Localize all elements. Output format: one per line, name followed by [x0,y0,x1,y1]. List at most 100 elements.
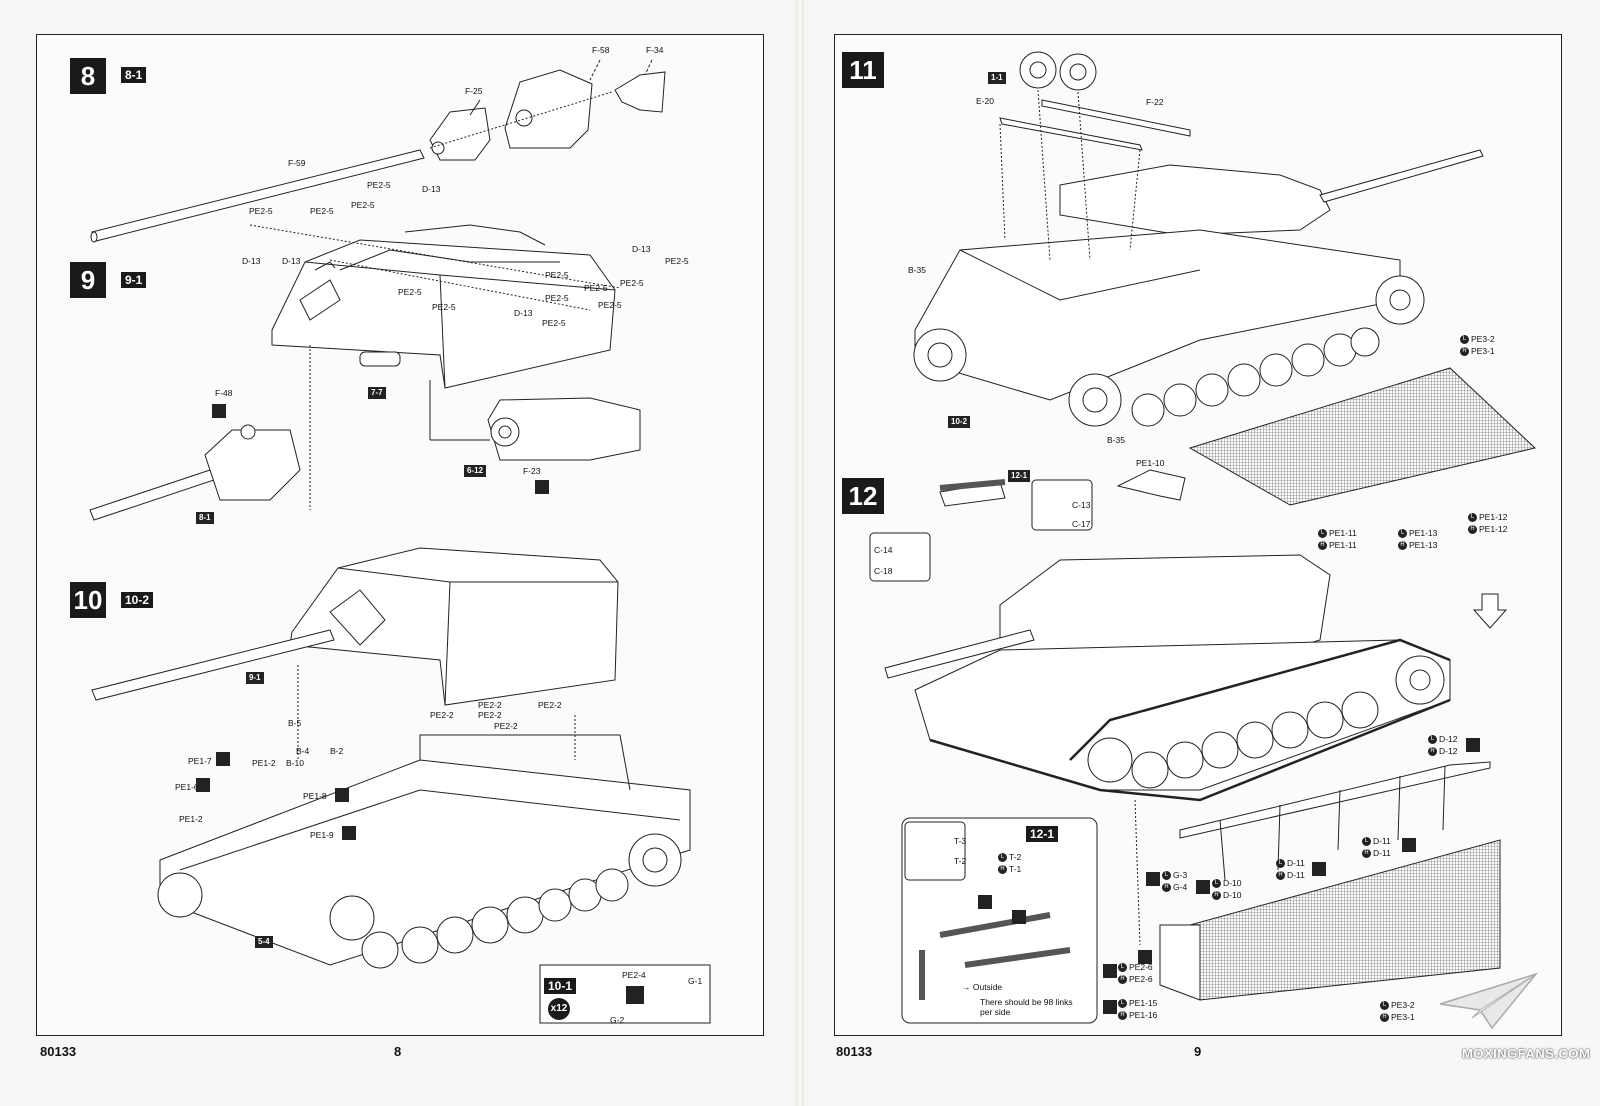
step-10-1-badge: 10-1 [544,978,577,994]
page-spine [796,0,804,1106]
part-label: C-13 [1072,500,1091,510]
ref-tag: 6-12 [464,465,487,477]
part-label: PE2-5 [584,283,608,293]
glue-icon [1103,964,1117,978]
ref-tag: 7-7 [368,387,386,399]
glue-icon [1146,872,1160,886]
step12-vehicle [869,469,1508,1024]
step-10-badge: 10 [70,582,106,618]
instruction-note: There should be 98 links per side [980,997,1073,1017]
part-label: PE2-2 [478,700,502,710]
part-label: PE2-2 [538,700,562,710]
part-label: G-1 [688,976,703,986]
part-label: PE1-6 [175,782,199,792]
part-label: B-10 [286,758,304,768]
part-label: F-22 [1146,97,1164,107]
part-label: F-25 [465,86,483,96]
ref-tag: 8-1 [196,512,214,524]
glue-icon [335,788,349,802]
ref-tag: 9-1 [246,672,264,684]
part-label: PE2-5 [310,206,334,216]
step-11-badge: 11 [842,52,884,88]
kit-number-right: 80133 [836,1044,873,1059]
step-8-badge: 8 [70,58,106,94]
glue-icon [212,404,226,418]
glue-icon [196,778,210,792]
glue-icon [342,826,356,840]
part-label: PE2-2 [430,710,454,720]
part-label: B-2 [330,746,344,756]
part-label: PE2-5 [249,206,273,216]
part-label: PE2-2 [494,721,518,731]
part-label: T-3 [954,836,967,846]
part-label: PE1-8 [303,791,327,801]
part-label: PE1-10 [1136,458,1165,468]
part-label: B-4 [296,746,310,756]
part-label: F-48 [215,388,233,398]
part-label: B-35 [1107,435,1125,445]
watermark-text: MOXINGFANS.COM [1462,1046,1591,1061]
ref-tag: 5-4 [255,936,273,948]
paper-plane-logo [1439,972,1539,1030]
part-label: D-13 [242,256,261,266]
glue-icon [1466,738,1480,752]
part-label: C-14 [874,545,893,555]
step8-gun-barrel [90,59,666,243]
part-label: F-59 [288,158,306,168]
ref-tag: 1-1 [988,72,1006,84]
glue-icon [535,480,549,494]
part-label: D-13 [422,184,441,194]
part-label: PE2-5 [542,318,566,328]
part-label: PE2-5 [545,270,569,280]
step-8-sub-badge: 8-1 [121,67,147,83]
step10-hull [91,547,711,1024]
part-label: PE1-7 [188,756,212,766]
step-9-sub-badge: 9-1 [121,272,147,288]
part-label: D-13 [282,256,301,266]
part-label: F-34 [646,45,664,55]
glue-icon [1196,880,1210,894]
part-label: PE2-5 [598,300,622,310]
kit-number-left: 80133 [40,1044,77,1059]
glue-icon [1312,862,1326,876]
part-label: PE2-5 [620,278,644,288]
part-label: F-23 [523,466,541,476]
glue-icon [1138,950,1152,964]
part-label: C-17 [1072,519,1091,529]
part-label: D-13 [514,308,533,318]
step-9-badge: 9 [70,262,106,298]
legend-outside: → Outside [962,982,1003,992]
quantity-badge: x12 [548,998,570,1020]
part-label: B-35 [908,265,926,275]
part-label: PE2-5 [432,302,456,312]
part-label: PE2-5 [545,293,569,303]
glue-icon [216,752,230,766]
ref-tag: 10-2 [948,416,971,428]
part-label: C-18 [874,566,893,576]
part-label: E-20 [976,96,994,106]
part-label: PE2-2 [478,710,502,720]
part-label: PE1-2 [179,814,203,824]
part-label: PE2-5 [665,256,689,266]
part-label: F-58 [592,45,610,55]
part-label: PE2-5 [351,200,375,210]
